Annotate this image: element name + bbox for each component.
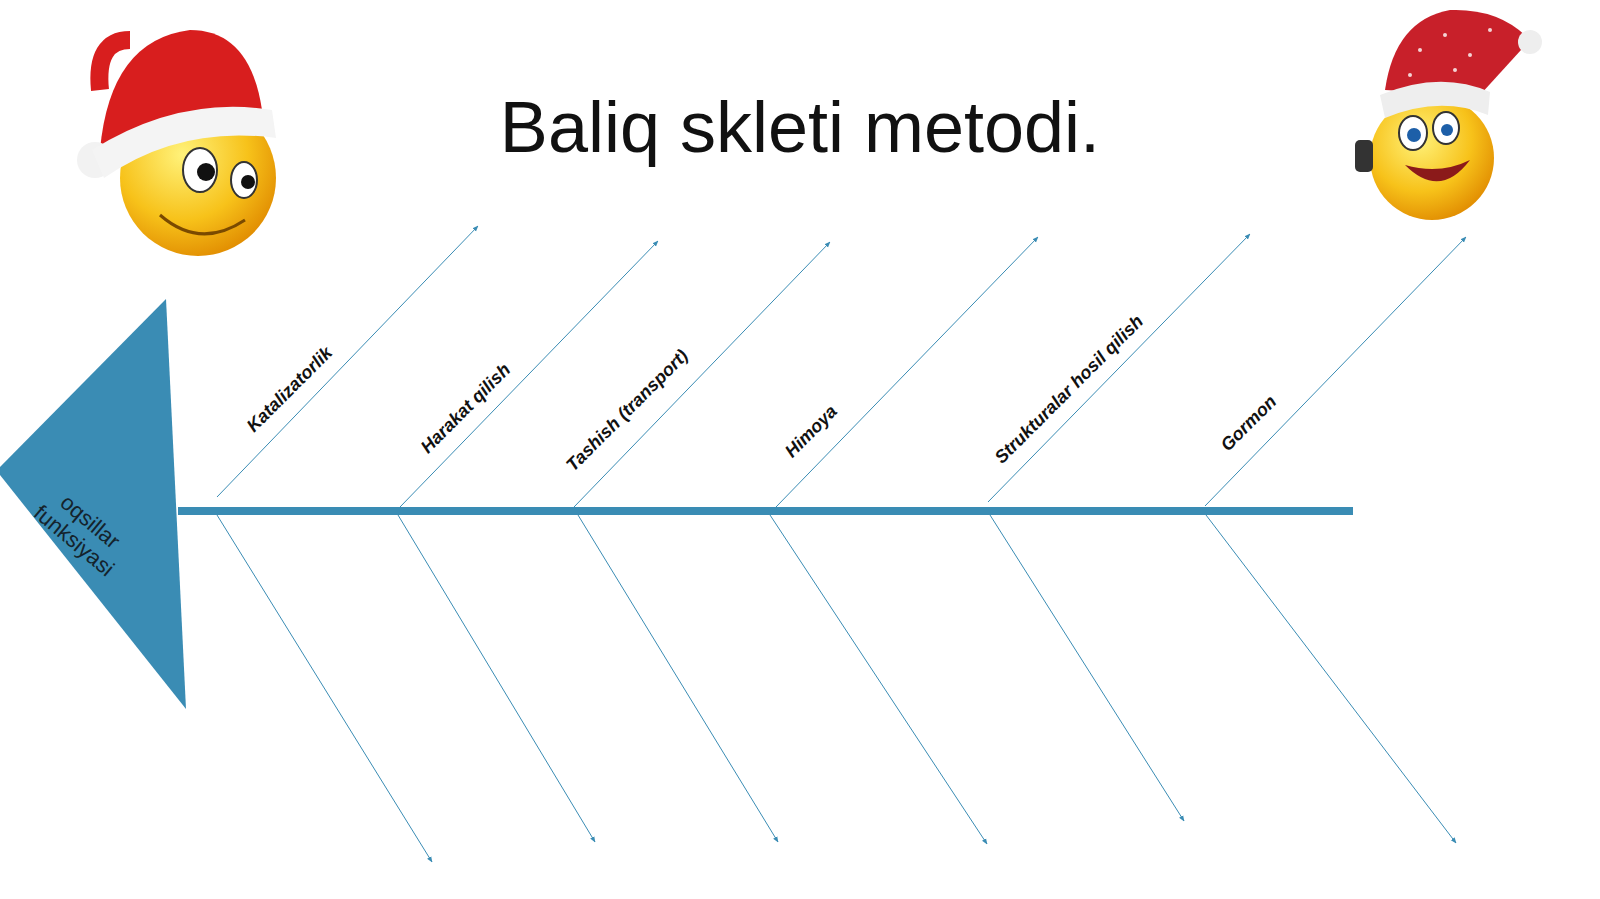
head-triangle xyxy=(0,299,190,711)
bone-label: Strukturalar hosil qilish xyxy=(991,311,1148,468)
bone-label: Tashish (transport) xyxy=(563,346,694,477)
bone-label: Himoya xyxy=(781,401,842,462)
bones xyxy=(217,226,1466,862)
fish-head: oqsillar funksiyasi xyxy=(0,299,190,711)
title: Baliq skleti metodi. xyxy=(0,84,1600,170)
bone-label: Katalizatorlik xyxy=(243,343,337,437)
spine xyxy=(178,507,1353,515)
emoji-right xyxy=(1355,10,1542,220)
bone-label: Harakat qilish xyxy=(417,360,516,459)
bone-label: Gormon xyxy=(1217,392,1282,457)
emoji-left xyxy=(77,30,276,256)
